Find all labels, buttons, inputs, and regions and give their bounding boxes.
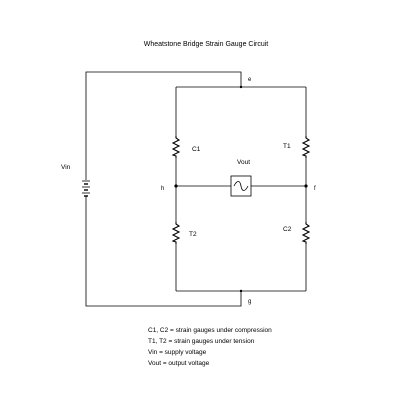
c1-label: C1 — [192, 146, 201, 153]
sine-wave-icon — [233, 181, 249, 191]
vin-label: Vin — [61, 164, 71, 171]
legend-item: C1, C2 = strain gauges under compression — [148, 327, 272, 334]
supply-wire-bottom — [85, 196, 242, 307]
resistor-icon — [171, 136, 181, 158]
junction-h — [174, 184, 178, 188]
strain-gauge-c2: C2 — [283, 222, 311, 244]
junctions — [174, 85, 308, 293]
legend-item: T1, T2 = strain gauges under tension — [148, 338, 255, 345]
node-e-label: e — [248, 77, 252, 83]
strain-gauge-t2: T2 — [171, 222, 197, 244]
junction-g — [239, 289, 243, 293]
node-g-label: g — [248, 299, 251, 305]
junction-e — [239, 85, 243, 89]
resistor-icon — [171, 222, 181, 244]
diagram-title: Wheatstone Bridge Strain Gauge Circuit — [144, 41, 269, 48]
voltmeter: Vout — [230, 159, 252, 197]
node-h-label: h — [161, 186, 164, 192]
supply-wire-top — [85, 71, 242, 180]
c2-label: C2 — [283, 226, 292, 233]
resistor-icon — [301, 136, 311, 158]
supply-wires — [85, 71, 242, 307]
strain-gauge-t1: T1 — [283, 136, 311, 158]
t2-label: T2 — [189, 231, 197, 238]
legend-item: Vout = output voltage — [148, 360, 210, 367]
legend-item: Vin = supply voltage — [148, 349, 207, 356]
t1-label: T1 — [283, 143, 291, 150]
battery-icon — [82, 180, 90, 197]
resistor-icon — [301, 222, 311, 244]
junction-f — [304, 184, 308, 188]
node-f-label: f — [314, 186, 316, 192]
strain-gauge-c1: C1 — [171, 136, 201, 158]
legend: C1, C2 = strain gauges under compression… — [148, 325, 272, 369]
vout-label: Vout — [237, 159, 250, 166]
